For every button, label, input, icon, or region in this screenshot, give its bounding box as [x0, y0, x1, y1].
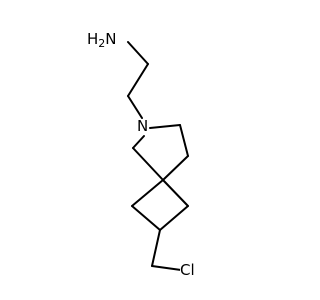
bond-ch2-cl [151, 265, 182, 271]
bond-cb3-spiro [162, 179, 189, 207]
bond-cb2-cb3 [159, 205, 189, 231]
bond-cb2-ch2cl [151, 229, 161, 267]
amine-group-label: H2N [87, 30, 117, 50]
bond-ch2-nring [127, 95, 143, 119]
ring-nitrogen-label: N [137, 117, 149, 135]
chlorine-label: Cl [180, 261, 195, 279]
bond-cb1-cb2 [131, 205, 161, 231]
amine-nitrogen: N [105, 30, 117, 48]
bond-c1-n [132, 135, 145, 149]
bond-c5-c4 [179, 124, 189, 157]
bond-spiro-cb1 [131, 179, 164, 207]
bond-drawing [127, 41, 189, 271]
structure-canvas: H2N N Cl [87, 30, 195, 279]
bond-spiro-c1 [132, 147, 164, 181]
bond-n-ch2 [127, 41, 149, 65]
bond-c4-spiro [162, 155, 189, 181]
amine-hydrogen-count: 2 [98, 37, 106, 50]
amine-hydrogen: H [87, 30, 99, 48]
bond-ch2-ch2 [127, 63, 149, 97]
bond-n-c5 [149, 124, 181, 129]
